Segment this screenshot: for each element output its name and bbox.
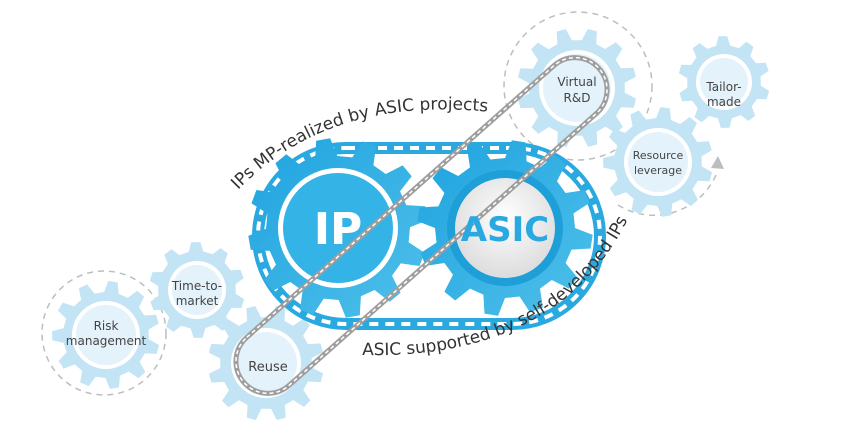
gear-risk-management: [52, 281, 160, 389]
asic-label: ASIC: [461, 210, 549, 250]
gear-asic: [417, 140, 593, 316]
risk-management-line2: management: [66, 334, 147, 348]
gear-ip: [248, 138, 428, 318]
gear-virtual-rd: [518, 29, 636, 147]
time-to-market-line2: market: [176, 294, 219, 308]
virtual-rd-line1: Virtual: [557, 75, 596, 89]
gear-hub: [455, 178, 555, 278]
chain-belt: [233, 55, 610, 396]
virtual-orbit: [503, 11, 653, 161]
gear-hub: [628, 132, 688, 192]
gear-resource-leverage: [603, 107, 713, 217]
resource-leverage-line1: Resource: [633, 149, 684, 162]
tailor-made-line2: made: [707, 95, 741, 109]
gear-reuse: [208, 305, 324, 421]
conveyor-track-dashes: [256, 146, 602, 326]
arrow-up-icon: [711, 156, 724, 169]
gear-tailor-made: [678, 36, 770, 128]
gear-hub: [172, 265, 222, 315]
gear-hub: [700, 58, 748, 106]
risk-orbit: [41, 270, 167, 396]
virtual-rd-line2: R&D: [564, 91, 591, 105]
resource-orbit: [617, 174, 717, 216]
resource-leverage-line2: leverage: [634, 164, 682, 177]
gear-hub: [283, 173, 393, 283]
reuse-label: Reuse: [248, 360, 287, 375]
gear-time-to-market: [149, 242, 245, 338]
ip-label: IP: [314, 204, 363, 255]
tailor-made-line1: Tailor-: [705, 80, 741, 94]
gear-hub: [543, 54, 611, 122]
time-to-market-line1: Time-to-: [171, 279, 222, 293]
gear-hub: [235, 332, 297, 394]
risk-management-line1: Risk: [94, 319, 119, 333]
gear-hub: [76, 305, 136, 365]
